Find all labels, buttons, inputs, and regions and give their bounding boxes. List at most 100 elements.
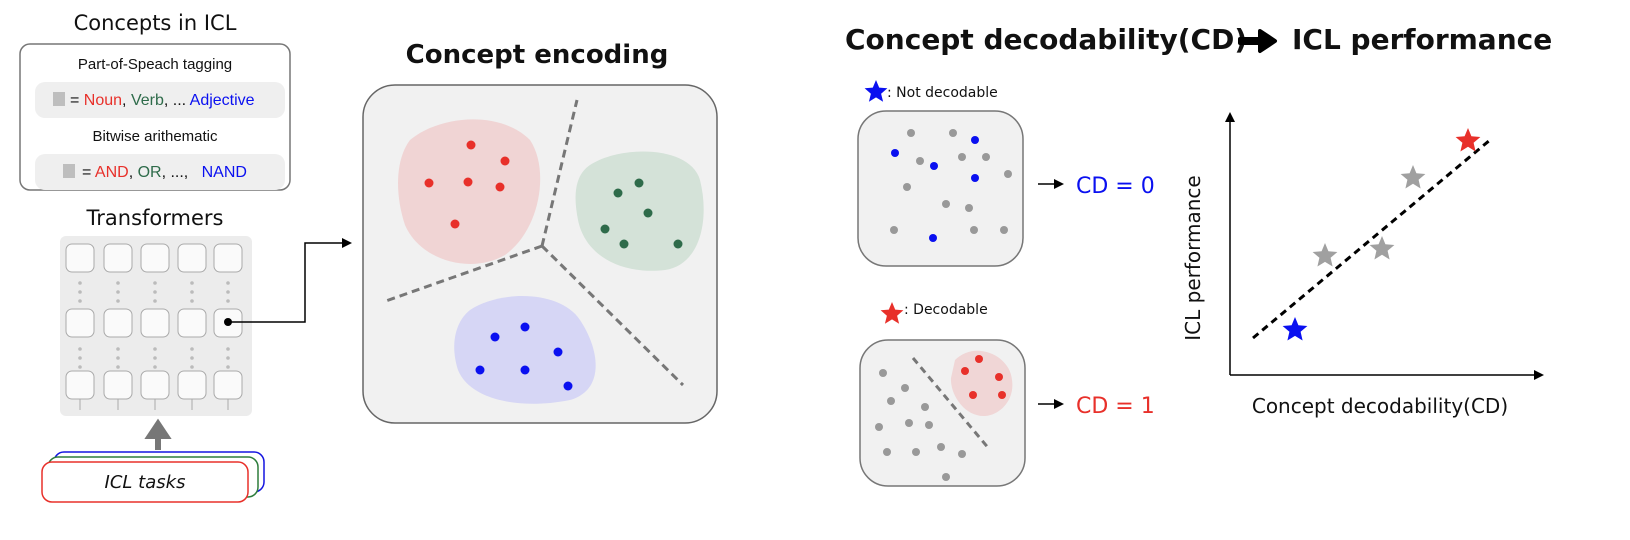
encoding-dots xyxy=(424,140,683,391)
transformer-cell xyxy=(140,243,170,273)
dot-red xyxy=(466,140,476,150)
decodable-dots xyxy=(875,355,1006,481)
transformers-title: Transformers xyxy=(86,206,224,230)
dot-blue xyxy=(520,365,530,375)
cd0-label: CD = 0 xyxy=(1076,174,1155,199)
task-card-red xyxy=(41,461,249,503)
dot-red xyxy=(995,373,1003,381)
pos-adjective: Adjective xyxy=(190,92,255,109)
transformers-panel: Transformers ICL tasks xyxy=(41,206,352,503)
bit-equation: = AND, OR, ..., NAND xyxy=(82,164,247,181)
dot-red xyxy=(998,391,1006,399)
dot-red xyxy=(463,177,473,187)
dot-gray xyxy=(970,226,978,234)
ellipsis-dot xyxy=(78,281,82,285)
star-blue-icon xyxy=(864,80,888,102)
ellipsis-dot xyxy=(78,347,82,351)
transformer-cell xyxy=(177,308,207,338)
dot-green xyxy=(619,239,629,249)
ellipsis-dot xyxy=(153,356,157,360)
dot-gray xyxy=(905,419,913,427)
ellipsis-dot xyxy=(153,365,157,369)
decodability-title-right: ICL performance xyxy=(1292,23,1552,56)
bit-title: Bitwise arithematic xyxy=(92,128,218,145)
pos-pill xyxy=(35,82,285,118)
transformer-cell xyxy=(65,308,95,338)
ellipsis-dot xyxy=(153,347,157,351)
dot-blue xyxy=(563,381,573,391)
dot-blue xyxy=(891,149,899,157)
decodable-boundary xyxy=(911,357,992,451)
decision-boundaries xyxy=(382,99,685,387)
star-red-icon xyxy=(1455,128,1481,152)
ellipsis-dot xyxy=(226,356,230,360)
dot-gray xyxy=(1004,170,1012,178)
cd1-label: CD = 1 xyxy=(1076,394,1155,419)
plot-ylabel: ICL performance xyxy=(1181,175,1205,340)
concepts-panel: Concepts in ICL Part-of-Speach tagging =… xyxy=(19,11,291,191)
dot-gray xyxy=(958,450,966,458)
transformer-cell xyxy=(213,243,243,273)
pos-noun: Noun xyxy=(84,92,122,109)
transformer-cell xyxy=(103,243,133,273)
dot-gray xyxy=(942,473,950,481)
ellipsis-dot xyxy=(116,356,120,360)
dot-red xyxy=(969,391,977,399)
dot-gray xyxy=(921,403,929,411)
dot-gray xyxy=(925,421,933,429)
dot-gray xyxy=(937,443,945,451)
dot-gray xyxy=(883,448,891,456)
transformer-cell xyxy=(213,370,243,400)
dot-gray xyxy=(982,153,990,161)
ellipsis-dot xyxy=(190,290,194,294)
dot-red xyxy=(495,182,505,192)
dot-green xyxy=(600,224,610,234)
not-decodable-label: : Not decodable xyxy=(887,85,998,101)
dot-gray xyxy=(879,369,887,377)
ellipsis-dot xyxy=(226,281,230,285)
dot-gray xyxy=(916,157,924,165)
pos-title: Part-of-Speach tagging xyxy=(78,56,232,73)
cluster-blue xyxy=(454,296,596,404)
encoding-arrow xyxy=(228,238,352,323)
star-gray-icon xyxy=(1400,165,1426,189)
ellipsis-dot xyxy=(190,365,194,369)
star-gray-icon xyxy=(1312,243,1338,267)
ellipsis-dot xyxy=(78,299,82,303)
ellipsis-dot xyxy=(226,299,230,303)
pos-equation: = Noun, Verb, ... Adjective xyxy=(70,92,255,109)
dot-gray xyxy=(875,423,883,431)
dot-red xyxy=(975,355,983,363)
up-arrow-icon xyxy=(144,418,172,450)
dot-blue xyxy=(971,136,979,144)
dot-gray xyxy=(901,384,909,392)
ellipsis-dot xyxy=(116,281,120,285)
decodable-cluster xyxy=(950,350,1013,417)
star-blue-icon xyxy=(1282,317,1308,341)
transformer-cell xyxy=(177,370,207,400)
transformer-cell xyxy=(65,370,95,400)
dot-blue xyxy=(553,347,563,357)
star-red-icon xyxy=(880,302,904,324)
dot-red xyxy=(424,178,434,188)
ellipsis-dot xyxy=(78,290,82,294)
ellipsis-dot xyxy=(190,281,194,285)
ellipsis-dot xyxy=(190,356,194,360)
ellipsis-dot xyxy=(226,290,230,294)
ellipsis-dot xyxy=(153,281,157,285)
dot-green xyxy=(613,188,623,198)
icl-tasks-label: ICL tasks xyxy=(105,472,186,493)
plot-xlabel: Concept decodability(CD) xyxy=(1252,394,1508,418)
bit-pill xyxy=(35,154,285,190)
decodable-label: : Decodable xyxy=(904,302,988,318)
transformer-cell xyxy=(140,370,170,400)
dot-gray xyxy=(907,129,915,137)
dot-gray xyxy=(942,200,950,208)
dot-gray xyxy=(949,129,957,137)
not-decodable-space xyxy=(857,110,1024,267)
concept-encoding-panel: Concept encoding xyxy=(362,40,718,424)
dot-red xyxy=(500,156,510,166)
dot-gray xyxy=(890,226,898,234)
transformer-cells xyxy=(65,243,243,410)
dot-gray xyxy=(1000,226,1008,234)
